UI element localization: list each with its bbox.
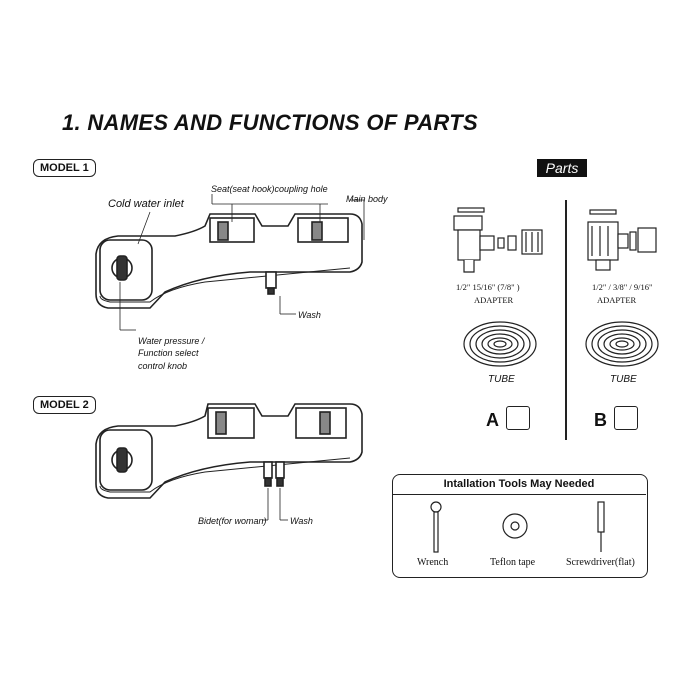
wash-label-model1: Wash [298,310,321,320]
adapter-b-drawing [587,209,657,271]
option-b-letter: B [594,410,607,430]
knob-label-line2: Function select [138,348,199,358]
parts-header: Parts [537,159,587,177]
tools-box [392,474,648,578]
tube-a-label: TUBE [488,374,515,385]
bidet-label: Bidet(for woman) [198,516,267,526]
wash-label-model2: Wash [290,516,313,526]
option-a-checkbox[interactable] [506,406,530,430]
knob-label-line3: control knob [138,361,188,371]
adapter-a-drawing [453,207,543,273]
tube-a-drawing [463,321,537,367]
option-a-letter: A [486,410,499,430]
tools-title: Intallation Tools May Needed [392,474,646,495]
screwdriver-icon [597,501,605,552]
adapter-b-sizes: 1/2" / 3/8" / 9/16" [592,282,653,292]
model1-badge: MODEL 1 [33,159,96,177]
adapter-b-label: ADAPTER [597,295,637,305]
cold-water-inlet-label: Cold water inlet [108,198,184,210]
tool-label-teflon: Teflon tape [490,557,536,568]
page-title: 1. NAMES AND FUNCTIONS OF PARTS [62,110,478,135]
knob-label-line1: Water pressure / [138,336,205,346]
tube-b-label: TUBE [610,374,637,385]
teflon-tape-icon [502,513,528,539]
adapter-a-label: ADAPTER [474,295,514,305]
wrench-icon [430,501,442,553]
coupling-hole-label: Seat(seat hook)coupling hole [211,184,328,194]
model2-bidet-drawing [95,403,363,521]
main-body-label: Main body [346,194,388,204]
option-b-checkbox[interactable] [614,406,638,430]
model2-badge: MODEL 2 [33,396,96,414]
tool-label-wrench: Wrench [417,557,449,568]
tube-b-drawing [585,321,659,367]
adapter-a-sizes: 1/2" 15/16" (7/8" ) [456,282,520,292]
tool-label-screwdriver: Screwdriver(flat) [566,557,635,568]
model1-bidet-drawing [95,194,365,331]
